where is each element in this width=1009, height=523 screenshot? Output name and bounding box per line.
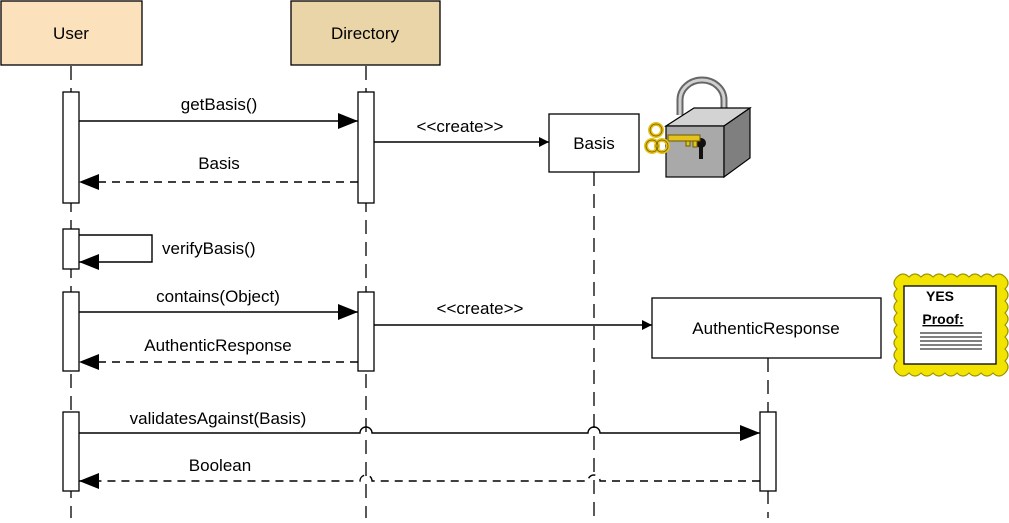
- user-activation-1: [62, 91, 80, 204]
- message-boolean-return-label: Boolean: [189, 456, 251, 475]
- message-contains-label: contains(Object): [156, 287, 280, 306]
- message-basis-return-label: Basis: [198, 154, 240, 173]
- user-activation-4: [62, 411, 80, 492]
- padlock-with-key-icon: [644, 76, 752, 179]
- participant-user-label: User: [53, 24, 89, 43]
- message-create-basis-label: <<create>>: [417, 117, 504, 136]
- participant-directory-label: Directory: [331, 24, 400, 43]
- directory-activation-2: [357, 291, 375, 372]
- participant-user: User: [0, 0, 143, 66]
- object-authentic-response-label: AuthenticResponse: [692, 319, 839, 338]
- participant-directory: Directory: [290, 0, 441, 66]
- object-basis: Basis: [548, 113, 640, 173]
- proof-card-subtitle: Proof:: [922, 311, 963, 327]
- object-basis-label: Basis: [573, 134, 615, 153]
- message-get-basis-label: getBasis(): [181, 95, 258, 114]
- directory-activation-1: [357, 91, 375, 204]
- user-activation-3: [62, 291, 80, 372]
- proof-certificate-icon: YES Proof:: [893, 273, 1009, 377]
- message-verify-basis-arrow: [79, 234, 153, 270]
- object-authentic-response: AuthenticResponse: [651, 297, 882, 359]
- message-validates-against-arrow: [79, 425, 760, 441]
- proof-card-title: YES: [926, 288, 954, 304]
- message-authentic-response-return-label: AuthenticResponse: [144, 336, 291, 355]
- message-boolean-return-arrow: [79, 473, 760, 489]
- user-activation-2: [62, 228, 80, 270]
- message-verify-basis-label: verifyBasis(): [162, 239, 256, 258]
- message-create-response-label: <<create>>: [437, 299, 524, 318]
- authentic-response-activation: [759, 411, 777, 492]
- message-validates-against-label: validatesAgainst(Basis): [130, 409, 307, 428]
